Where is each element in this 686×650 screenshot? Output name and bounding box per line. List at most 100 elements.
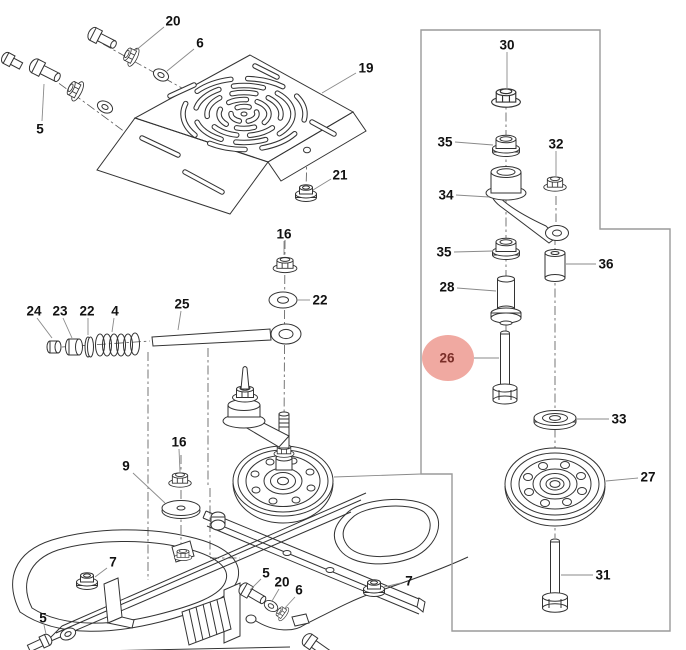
grommet-21 xyxy=(295,184,317,202)
callout-22-mid[interactable]: 22 xyxy=(312,293,327,308)
callout-6-bottommid[interactable]: 6 xyxy=(295,583,303,598)
bolt-5-bottommid xyxy=(238,582,267,605)
leader-callout-19 xyxy=(321,72,357,94)
washer-22-mid xyxy=(268,291,298,309)
callout-22-left[interactable]: 22 xyxy=(79,304,94,319)
washer-9 xyxy=(161,500,201,519)
leader-callout-23 xyxy=(62,317,73,339)
spindle-pulley-assembly xyxy=(222,366,334,524)
bolt-5-top xyxy=(28,58,61,83)
capnut-24 xyxy=(46,340,62,354)
callout-5-top[interactable]: 5 xyxy=(36,122,44,137)
grommet-7-right xyxy=(363,579,385,597)
callout-28[interactable]: 28 xyxy=(439,280,455,295)
frame-rails xyxy=(43,492,426,650)
bolt-edge-topleft xyxy=(0,51,24,70)
panel-bushing-35-upper xyxy=(492,134,520,157)
belt-right xyxy=(333,498,440,565)
leader-callout-27 xyxy=(605,477,639,482)
nut-23 xyxy=(65,338,83,356)
callout-35-upper[interactable]: 35 xyxy=(437,135,453,150)
leader-callout-5-bottomleft xyxy=(43,624,47,635)
leader-callout-25 xyxy=(177,310,182,331)
leader-callout-7-right xyxy=(383,582,402,588)
callout-30[interactable]: 30 xyxy=(499,38,514,53)
panel-nut-32 xyxy=(543,176,567,192)
leader-callout-35-upper xyxy=(454,141,494,146)
panel-bellcrank-34 xyxy=(485,166,569,244)
spring-4 xyxy=(95,332,140,357)
callout-4[interactable]: 4 xyxy=(111,304,119,319)
rod-25 xyxy=(151,323,302,347)
callout-7-left[interactable]: 7 xyxy=(109,555,117,570)
callout-31[interactable]: 31 xyxy=(595,568,611,583)
washer-5-top xyxy=(94,97,116,117)
plate-vent-slots xyxy=(139,63,337,195)
leader-callout-6-bottommid xyxy=(283,596,296,610)
leader-callout-24 xyxy=(36,317,53,339)
leader-callout-6-top xyxy=(166,48,195,72)
leader-callout-9 xyxy=(132,472,166,504)
callout-27[interactable]: 27 xyxy=(640,470,655,485)
callout-32[interactable]: 32 xyxy=(548,137,563,152)
panel-spacer-36 xyxy=(544,249,566,282)
part-26-highlight[interactable] xyxy=(422,335,474,381)
callout-6-top[interactable]: 6 xyxy=(196,36,204,51)
reference-leader-line xyxy=(333,473,422,478)
callout-16-top[interactable]: 16 xyxy=(276,227,292,242)
callout-23[interactable]: 23 xyxy=(52,304,68,319)
callout-35-lower[interactable]: 35 xyxy=(436,245,452,260)
leader-callout-20-top xyxy=(134,26,165,52)
leader-callout-20-bottommid xyxy=(271,588,280,602)
panel-cupwasher-33 xyxy=(533,410,577,430)
panel-bushing-35-lower xyxy=(492,237,520,260)
leader-callout-4 xyxy=(111,317,115,333)
callout-layer: 20 6 5 19 21 16 22 25 24 23 22 4 9 16 7 5 5 20 6 7 30 35 32 34 3… xyxy=(26,14,656,635)
callout-33[interactable]: 33 xyxy=(611,412,627,427)
callout-26[interactable]: 26 xyxy=(439,351,455,366)
panel-border xyxy=(420,29,671,632)
left-bracket xyxy=(103,577,135,629)
nut-5-top xyxy=(63,77,87,103)
panel-bolt-26 xyxy=(492,330,518,405)
leader-callout-5-bottommid xyxy=(249,578,262,591)
panel-spacer-28 xyxy=(490,275,522,326)
callout-5-bottommid[interactable]: 5 xyxy=(262,566,270,581)
callout-25[interactable]: 25 xyxy=(174,297,190,312)
callout-20-bottommid[interactable]: 20 xyxy=(274,575,289,590)
callout-34[interactable]: 34 xyxy=(438,188,454,203)
leader-callout-28 xyxy=(456,287,497,292)
nut-16-top xyxy=(272,256,298,274)
nut-16-mid xyxy=(168,472,192,488)
leader-callout-34 xyxy=(455,194,490,198)
bolt-bottomcenter xyxy=(301,633,335,650)
callout-36[interactable]: 36 xyxy=(598,257,614,272)
callout-9[interactable]: 9 xyxy=(122,459,130,474)
callout-20-top[interactable]: 20 xyxy=(165,14,180,29)
panel-bolt-31 xyxy=(542,538,568,613)
leader-callout-16-mid xyxy=(178,448,181,473)
callout-7-right[interactable]: 7 xyxy=(405,574,413,589)
washer-22-left xyxy=(84,336,94,358)
vented-plate-19 xyxy=(96,54,367,215)
callout-24[interactable]: 24 xyxy=(26,304,42,319)
nut-20 xyxy=(120,43,142,69)
callout-16-mid[interactable]: 16 xyxy=(171,435,187,450)
leader-callout-21 xyxy=(312,178,332,191)
leader-callout-5-top xyxy=(41,83,45,122)
callout-19[interactable]: 19 xyxy=(358,61,373,76)
leader-callout-7-left xyxy=(94,567,108,578)
bolt-5-bottomleft xyxy=(26,633,53,650)
leader-callout-35-lower xyxy=(453,250,494,253)
callout-5-bottomleft[interactable]: 5 xyxy=(39,611,47,626)
bolt-20 xyxy=(87,26,117,49)
control-cable xyxy=(245,556,469,631)
panel-idler-pulley-27 xyxy=(504,447,606,527)
cable-clamp-bracket xyxy=(171,540,195,563)
panel-nut-30 xyxy=(491,88,521,108)
grommet-7-left xyxy=(76,572,98,590)
pedal-bracket xyxy=(181,582,241,646)
callout-21[interactable]: 21 xyxy=(332,168,348,183)
